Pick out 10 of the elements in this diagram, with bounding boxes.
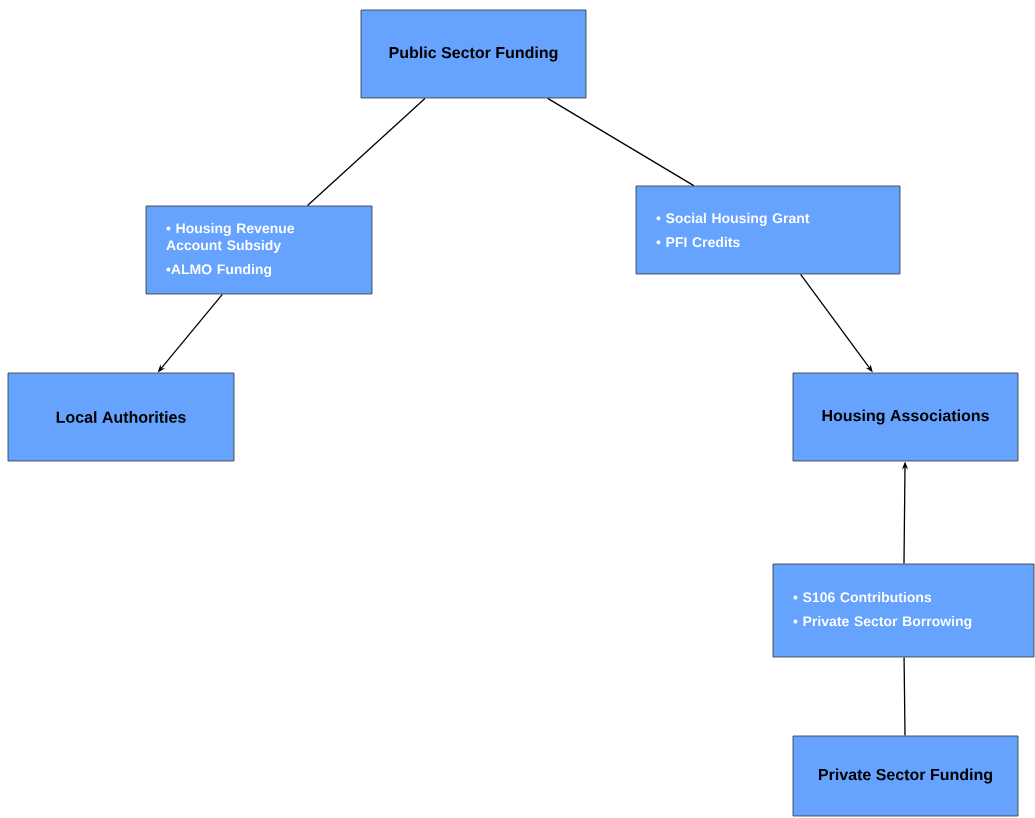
- bullet-box: • S106 Contributions • Private Sector Borrowing: [772, 563, 1035, 658]
- bullet-box: • Social Housing Grant • PFI Credits: [635, 185, 901, 275]
- connector: [306, 97, 426, 207]
- process-box: Local Authorities: [7, 372, 235, 462]
- process-box: Public Sector Funding: [360, 9, 587, 99]
- connector: [903, 656, 906, 737]
- bullet-box: • Housing Revenue Account Subsidy •ALMO Funding: [145, 205, 373, 295]
- process-box: Private Sector Funding: [792, 735, 1019, 817]
- process-box: Housing Associations: [792, 372, 1019, 462]
- connector: [547, 97, 695, 187]
